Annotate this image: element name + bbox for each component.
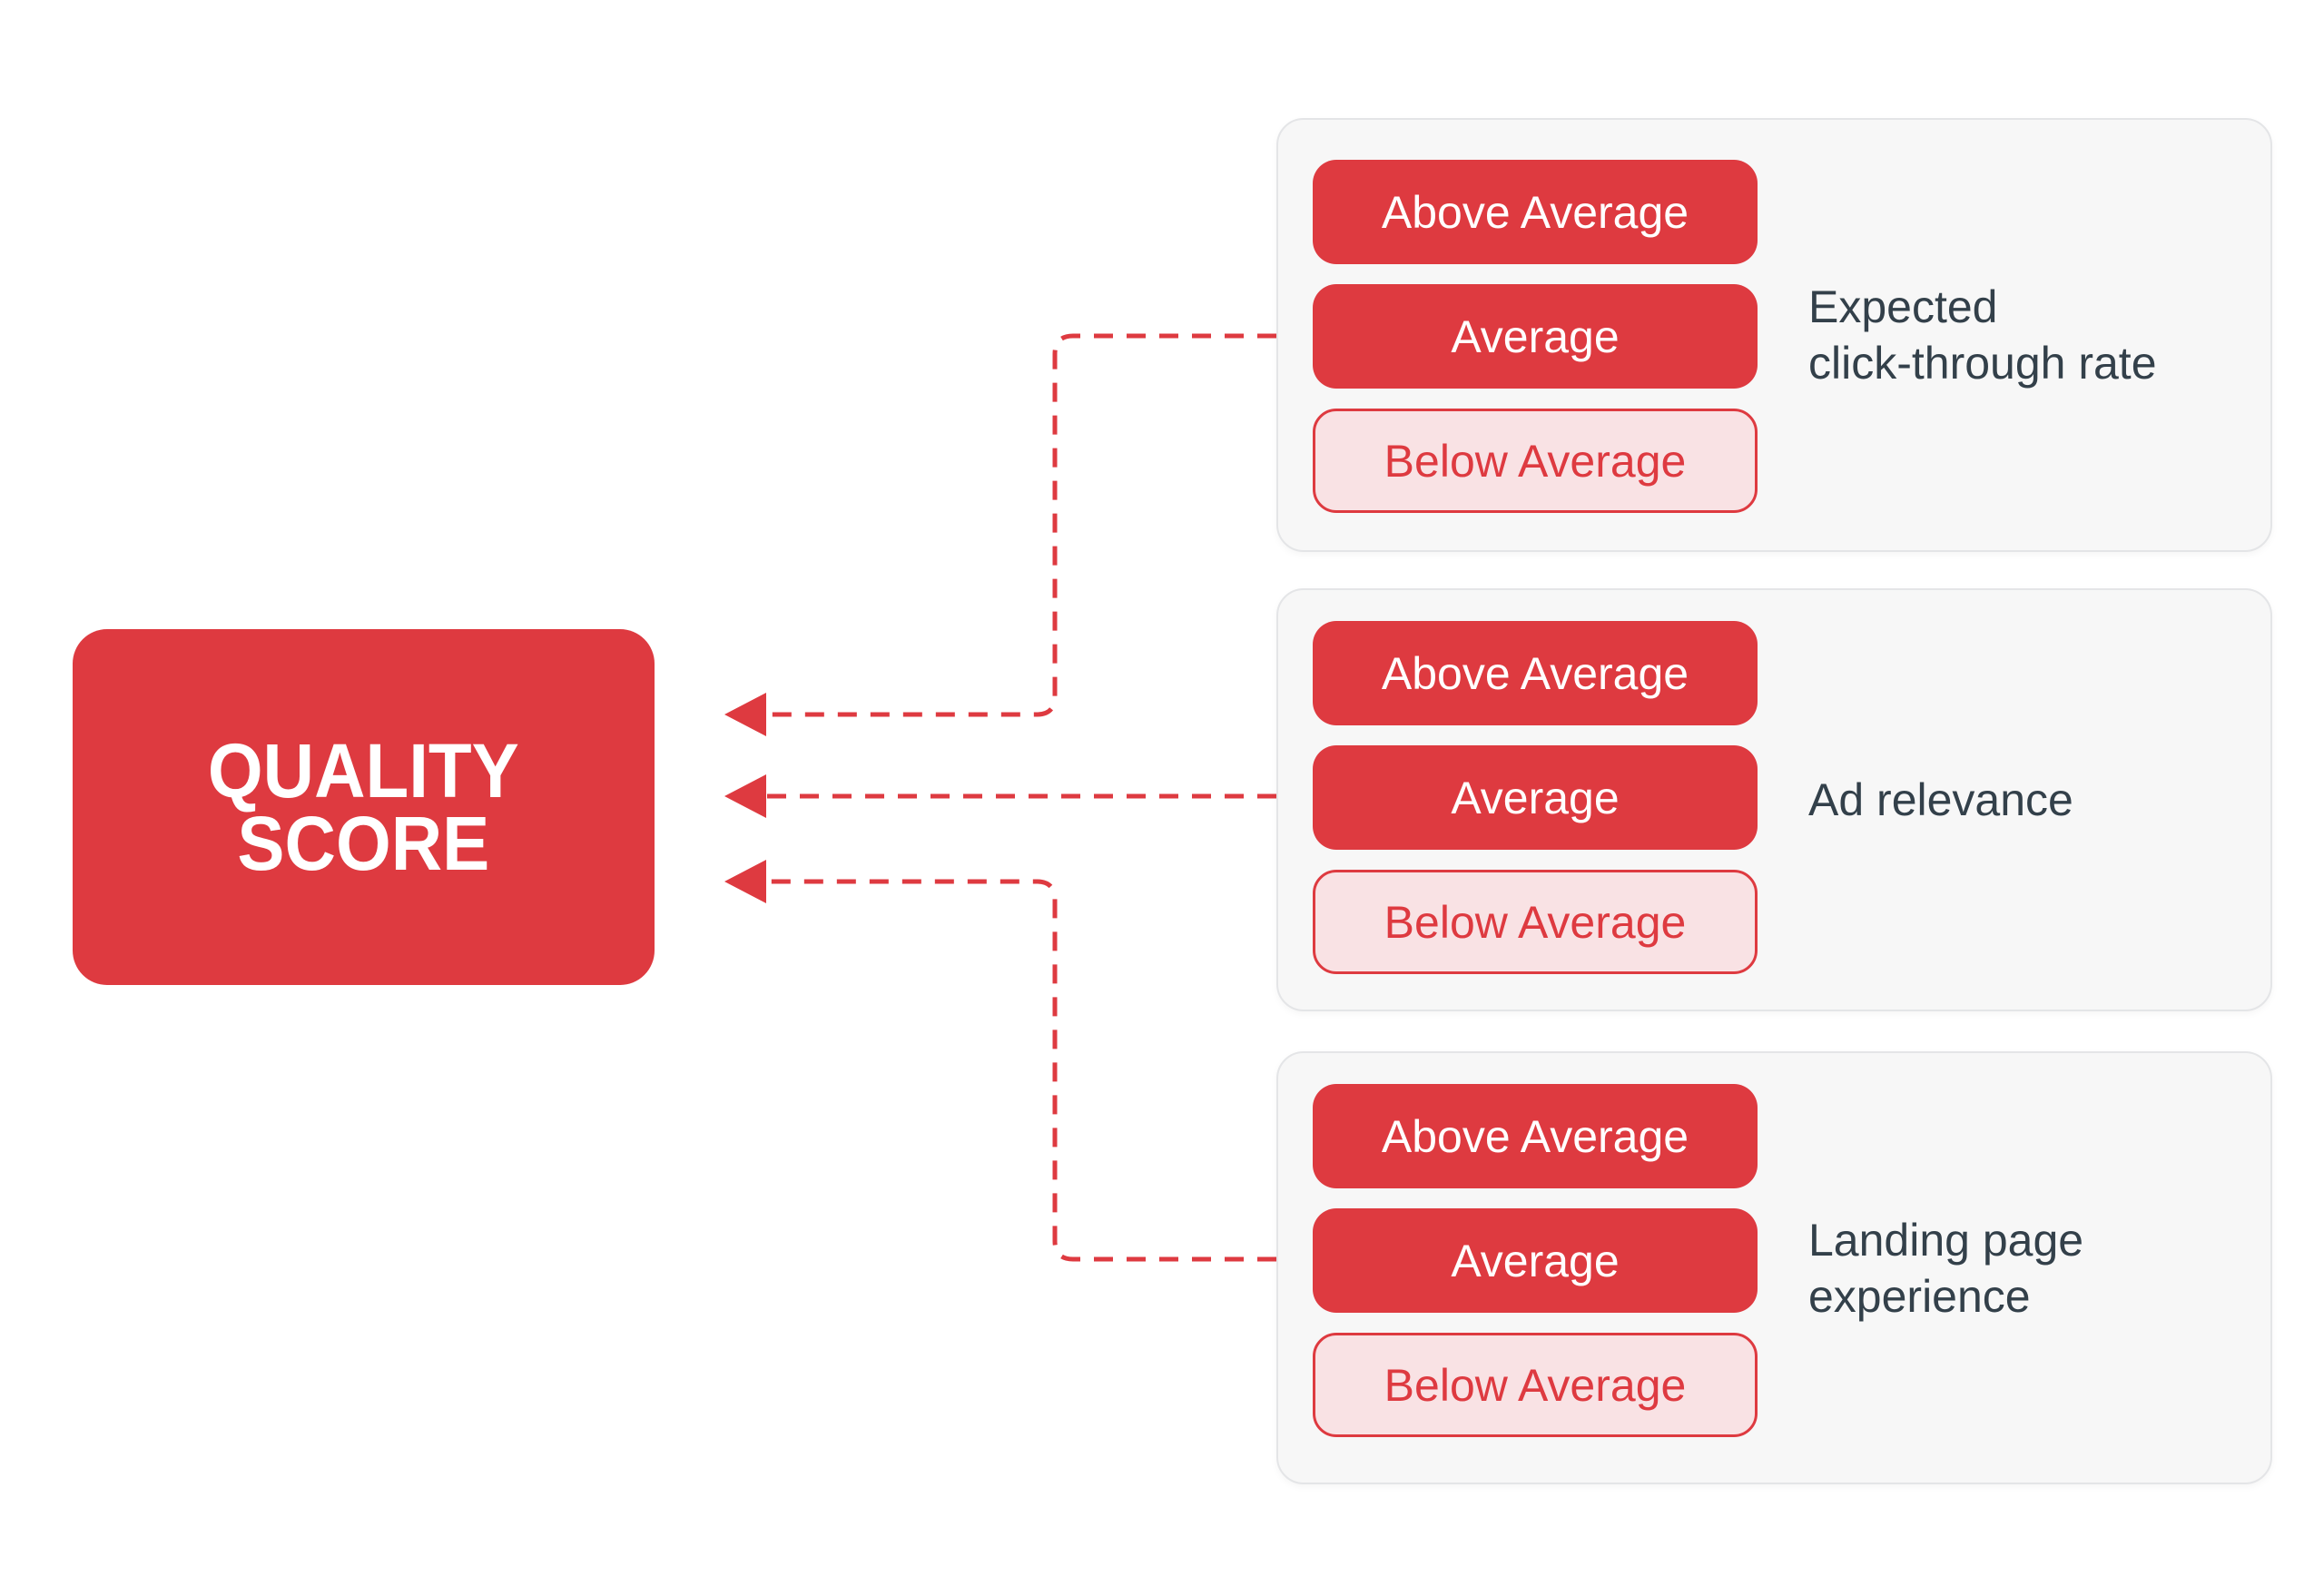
- factor-label-line2: click-through rate: [1808, 338, 2157, 389]
- rating-above-average-button[interactable]: Above Average: [1313, 621, 1758, 725]
- factor-panel-landing-page-experience: Above Average Average Below Average Land…: [1276, 1051, 2272, 1484]
- rating-below-average-button[interactable]: Below Average: [1313, 1333, 1758, 1437]
- quality-score-node: QUALITY SCORE: [73, 629, 655, 985]
- rating-list: Above Average Average Below Average: [1313, 621, 1758, 974]
- rating-average-button[interactable]: Average: [1313, 1208, 1758, 1313]
- arrow-left-icon: [724, 860, 766, 903]
- factor-panel-expected-ctr: Above Average Average Below Average Expe…: [1276, 118, 2272, 552]
- quality-score-title: QUALITY SCORE: [208, 728, 519, 886]
- factor-label-line2: experience: [1808, 1270, 2031, 1322]
- rating-below-average-button[interactable]: Below Average: [1313, 409, 1758, 513]
- factor-label-expected-ctr: Expected click-through rate: [1808, 279, 2157, 391]
- factor-label-line1: Ad relevance: [1808, 774, 2073, 825]
- rating-below-average-button[interactable]: Below Average: [1313, 870, 1758, 974]
- connector-landing-page-line: [764, 879, 1276, 1262]
- factor-label-line1: Expected: [1808, 281, 1998, 332]
- rating-list: Above Average Average Below Average: [1313, 1084, 1758, 1437]
- factor-panel-ad-relevance: Above Average Average Below Average Ad r…: [1276, 588, 2272, 1011]
- rating-above-average-button[interactable]: Above Average: [1313, 160, 1758, 264]
- arrow-left-icon: [724, 693, 766, 736]
- quality-score-line1: QUALITY: [208, 728, 519, 813]
- rating-average-button[interactable]: Average: [1313, 284, 1758, 389]
- rating-average-button[interactable]: Average: [1313, 745, 1758, 850]
- factor-label-landing-page-experience: Landing page experience: [1808, 1212, 2083, 1325]
- factor-label-line1: Landing page: [1808, 1214, 2084, 1266]
- connector-expected-ctr-line: [764, 333, 1276, 717]
- rating-list: Above Average Average Below Average: [1313, 160, 1758, 513]
- arrow-left-icon: [724, 774, 766, 818]
- factor-label-ad-relevance: Ad relevance: [1808, 772, 2073, 828]
- quality-score-line2: SCORE: [237, 801, 490, 886]
- rating-above-average-button[interactable]: Above Average: [1313, 1084, 1758, 1188]
